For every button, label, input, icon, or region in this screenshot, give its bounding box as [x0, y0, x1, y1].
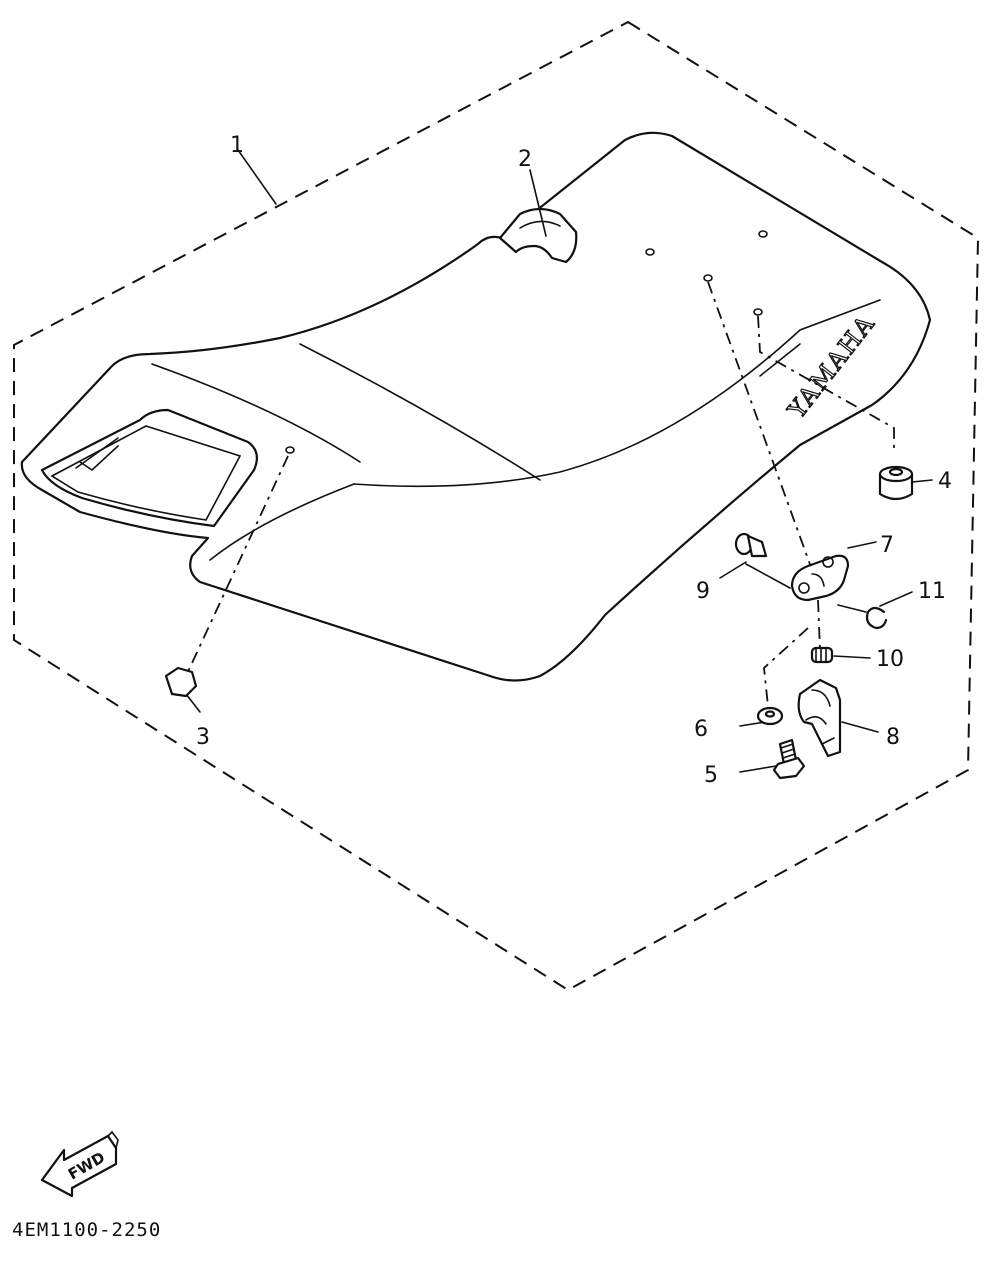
hinge-bracket-part: [790, 554, 850, 602]
callout-3: 3: [196, 725, 210, 750]
reference-code: 4EM1100-2250: [12, 1219, 161, 1241]
forward-arrow-icon: FWD: [40, 1130, 119, 1198]
forward-label: FWD: [65, 1148, 108, 1183]
damper-part: [878, 465, 914, 501]
callout-9: 9: [696, 579, 710, 604]
callout-2: 2: [518, 147, 532, 172]
leader-lines: [185, 149, 933, 773]
callout-6: 6: [694, 717, 708, 742]
callout-8: 8: [886, 725, 900, 750]
callout-7: 7: [880, 533, 894, 558]
callout-1: 1: [230, 133, 244, 158]
washer-part: [756, 706, 784, 726]
callout-5: 5: [704, 763, 718, 788]
lock-hook-part: [797, 678, 842, 758]
grommet-part: [164, 666, 198, 698]
callout-10: 10: [876, 647, 904, 672]
seat-body: [20, 131, 932, 682]
pin-part: [734, 532, 768, 558]
bolt-part: [772, 738, 806, 780]
spring-part: [810, 646, 834, 664]
seat-strap-part: [498, 207, 578, 264]
mounting-holes: [285, 230, 768, 454]
callout-11: 11: [918, 579, 946, 604]
assembly-boundary: [13, 20, 980, 992]
circlip-part: [865, 606, 888, 630]
callout-4: 4: [938, 469, 952, 494]
